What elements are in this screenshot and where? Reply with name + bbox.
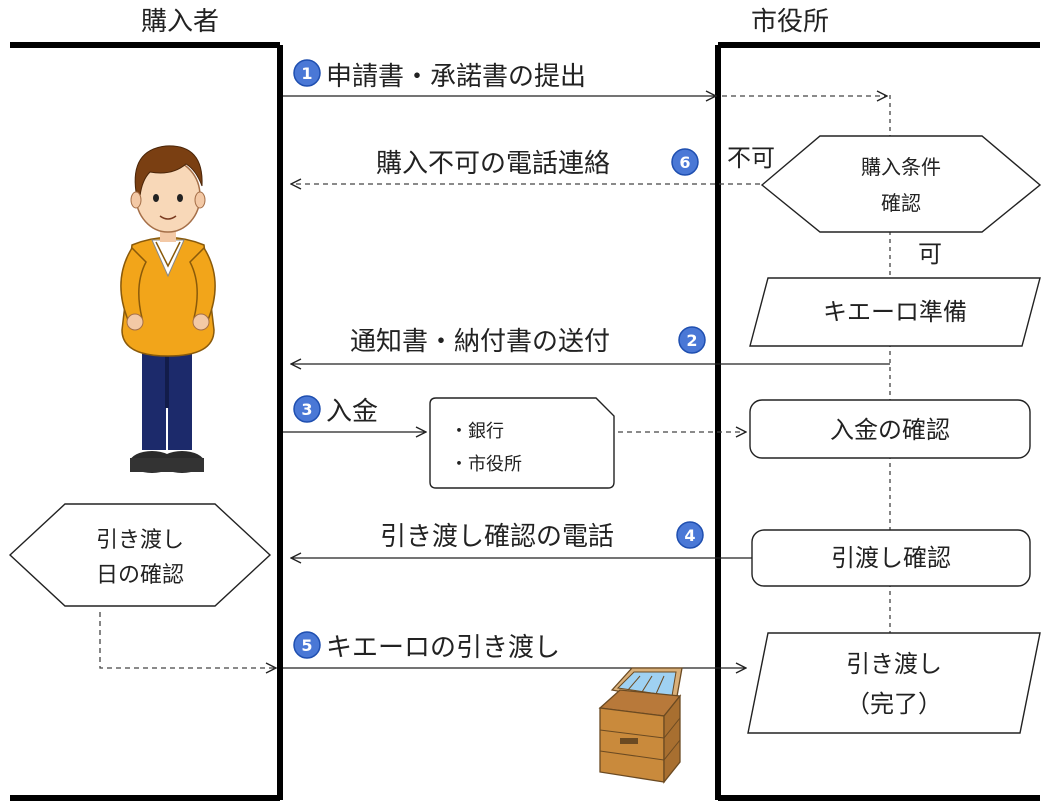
payment-place-cityhall: ・市役所 xyxy=(450,454,522,475)
message-5-label: キエーロの引き渡し xyxy=(326,633,560,663)
message-1-badge: 1 xyxy=(293,59,321,87)
svg-text:6: 6 xyxy=(679,153,690,172)
message-3-badge: 3 xyxy=(293,395,321,423)
lane-title-city: 市役所 xyxy=(751,7,829,37)
payment-place-bank: ・銀行 xyxy=(450,421,504,442)
payment-check-step xyxy=(749,399,1031,459)
payment-check-label: 入金の確認 xyxy=(830,416,950,444)
message-4-badge: 4 xyxy=(676,521,704,549)
message-2-label: 通知書・納付書の送付 xyxy=(350,327,610,357)
message-6-label: 購入不可の電話連絡 xyxy=(376,149,610,179)
buyer-date-check-line1: 引き渡し xyxy=(96,528,184,553)
handover-step-line2: （完了） xyxy=(846,690,942,718)
buyer-date-dashed-connector xyxy=(99,612,276,668)
buyer-date-check xyxy=(8,503,272,607)
svg-text:3: 3 xyxy=(301,400,312,419)
buyer-person-illustration xyxy=(120,145,216,473)
svg-text:1: 1 xyxy=(301,64,312,83)
buyer-date-check-line2: 日の確認 xyxy=(96,563,184,588)
handover-step xyxy=(747,632,1041,734)
lane-title-buyer: 購入者 xyxy=(141,7,219,37)
kiero-box-illustration xyxy=(598,667,683,784)
decision-label-line2: 確認 xyxy=(881,191,921,215)
handover-check-label: 引渡し確認 xyxy=(831,544,951,572)
message-6-badge: 6 xyxy=(671,148,699,176)
decision-no-label: 不可 xyxy=(727,144,775,172)
svg-text:4: 4 xyxy=(684,526,695,545)
message-5-badge: 5 xyxy=(293,631,321,659)
message-3-label: 入金 xyxy=(326,397,378,427)
city-lane-lines xyxy=(715,42,1040,801)
handover-check-step xyxy=(751,529,1031,587)
payment-place-box xyxy=(429,397,615,489)
svg-text:5: 5 xyxy=(301,636,312,655)
prepare-step xyxy=(749,277,1041,347)
message-2-badge: 2 xyxy=(678,326,706,354)
decision-hexagon xyxy=(760,135,1042,233)
decision-label-line1: 購入条件 xyxy=(861,155,941,179)
handover-step-line1: 引き渡し xyxy=(846,650,942,678)
decision-yes-label: 可 xyxy=(918,240,942,268)
message-1-label: 申請書・承諾書の提出 xyxy=(326,62,586,92)
svg-text:2: 2 xyxy=(686,331,697,350)
prepare-step-label: キエーロ準備 xyxy=(823,298,967,326)
message-4-label: 引き渡し確認の電話 xyxy=(380,522,614,552)
buyer-lane-lines xyxy=(10,42,283,801)
